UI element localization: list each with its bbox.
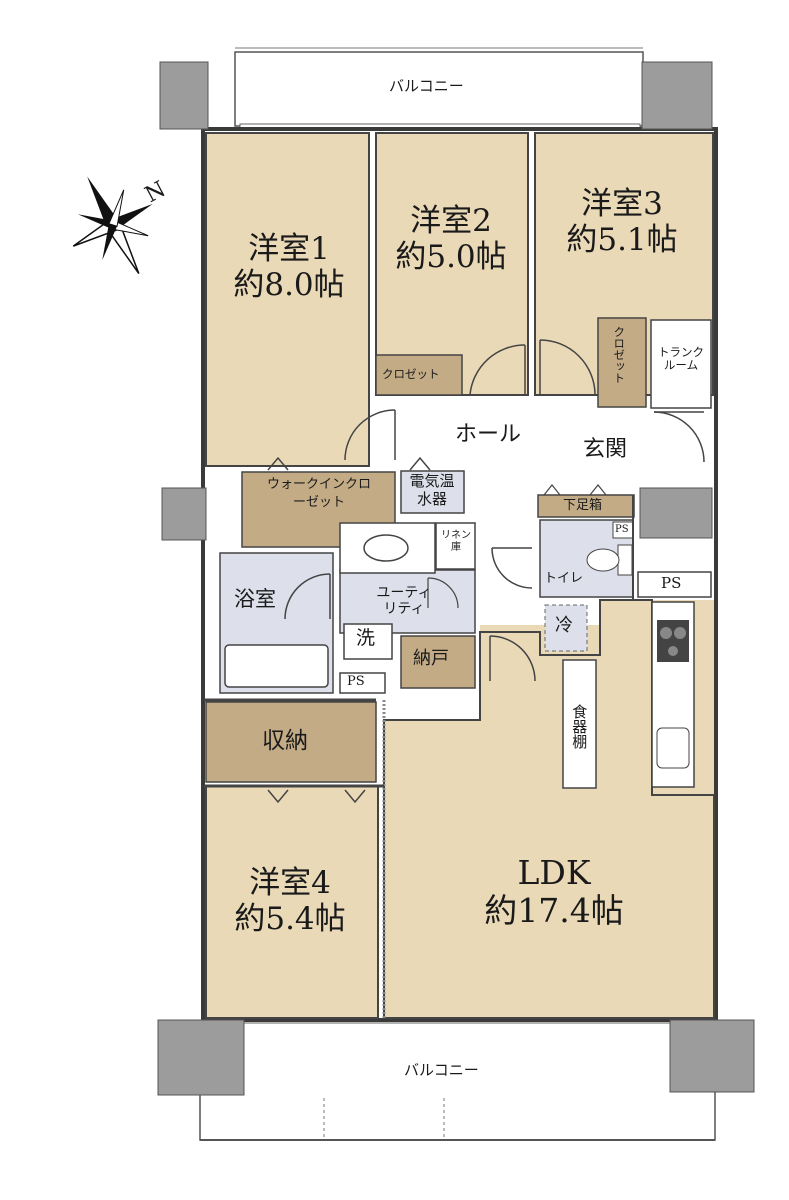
folding-door — [409, 456, 431, 471]
room-name: 洋室3 — [581, 186, 663, 222]
room-western2-floor — [375, 132, 529, 396]
utility-label: ユーティリティ — [376, 585, 432, 618]
ps-box-3 — [637, 571, 712, 598]
pantry — [400, 635, 476, 689]
column — [161, 487, 207, 541]
balcony-top-area — [234, 51, 644, 127]
ps-box-1 — [339, 672, 386, 694]
room-size: 約5.4帖 — [234, 900, 346, 937]
hall-label: ホール — [455, 422, 522, 447]
shuno-storage — [205, 701, 377, 783]
bathtub — [224, 644, 329, 688]
ldk-outline — [383, 599, 715, 1019]
fridge-label: 冷 — [555, 615, 573, 636]
folding-door — [267, 789, 289, 804]
closet-room3 — [597, 317, 647, 408]
bathroom-label: 浴室 — [234, 587, 276, 611]
door-swing — [469, 344, 526, 396]
water-heater — [400, 470, 465, 514]
washer-pan — [343, 623, 393, 660]
utility-floor — [339, 569, 476, 634]
room-western4-label: 洋室4 約5.4帖 — [222, 865, 358, 937]
door-swing — [344, 409, 396, 461]
room-western3-label: 洋室3 約5.1帖 — [552, 186, 692, 258]
room-name: LDK — [517, 853, 591, 892]
balcony-top-label: バルコニー — [389, 77, 464, 95]
closet-room3-label: クロゼット — [612, 326, 627, 384]
trunk-room — [650, 319, 712, 409]
room-name: 洋室4 — [249, 865, 331, 901]
dish-shelf-label: 食器棚 — [570, 704, 589, 749]
folding-door — [267, 456, 289, 471]
column — [639, 487, 713, 539]
closet-room2 — [375, 354, 463, 396]
water-heater-label: 電気温水器 — [409, 472, 455, 508]
folding-door — [543, 484, 561, 496]
balcony-bottom-label: バルコニー — [404, 1061, 479, 1079]
linen-cabinet — [435, 522, 476, 570]
ps-label-3: PS — [661, 574, 682, 592]
linen-label: リネン庫 — [441, 530, 471, 553]
toilet-bowl — [586, 548, 620, 572]
door-swing — [491, 547, 533, 589]
room-size: 約5.0帖 — [395, 238, 507, 275]
door-swing — [284, 573, 331, 620]
kitchen-sink — [656, 727, 690, 769]
room-name: 洋室1 — [248, 231, 330, 267]
pantry-label: 納戸 — [413, 648, 449, 669]
toilet-tank — [617, 544, 633, 576]
column — [159, 61, 209, 130]
column — [641, 61, 713, 130]
washer-label: 洗 — [356, 627, 376, 649]
fridge-space — [544, 604, 588, 652]
door-swing — [653, 411, 705, 463]
column — [157, 1019, 245, 1096]
room-western2-label: 洋室2 約5.0帖 — [382, 203, 520, 275]
room-size: 約5.1帖 — [566, 221, 678, 258]
folding-door — [344, 789, 366, 804]
ps-label-1: PS — [347, 674, 365, 689]
folding-door — [589, 484, 607, 496]
room-western1-floor — [205, 132, 370, 467]
shoe-box-label: 下足箱 — [563, 498, 603, 513]
compass-rose — [72, 176, 153, 274]
room-western1-label: 洋室1 約8.0帖 — [222, 231, 356, 303]
shuno-label: 収納 — [262, 728, 308, 754]
ps-label-2: PS — [615, 524, 629, 535]
balcony-bottom-area — [199, 1021, 716, 1141]
closet-room2-label: クロゼット — [382, 367, 440, 381]
room-size: 約17.4帖 — [484, 890, 624, 930]
door-swing — [539, 339, 596, 396]
door-swing — [489, 635, 536, 682]
trunk-room-label: トランクルーム — [658, 345, 704, 373]
column — [669, 1019, 755, 1093]
dish-shelf — [562, 659, 597, 789]
washbasin — [363, 534, 409, 562]
entrance-label: 玄関 — [583, 437, 628, 462]
toilet-label: トイレ — [544, 571, 584, 586]
door-swing — [427, 577, 459, 609]
walk-in-closet-label: ウォークインクローゼット — [266, 477, 371, 511]
room-size: 約8.0帖 — [233, 266, 345, 303]
ldk-label: LDK 約17.4帖 — [464, 854, 644, 930]
room-name: 洋室2 — [410, 203, 492, 239]
